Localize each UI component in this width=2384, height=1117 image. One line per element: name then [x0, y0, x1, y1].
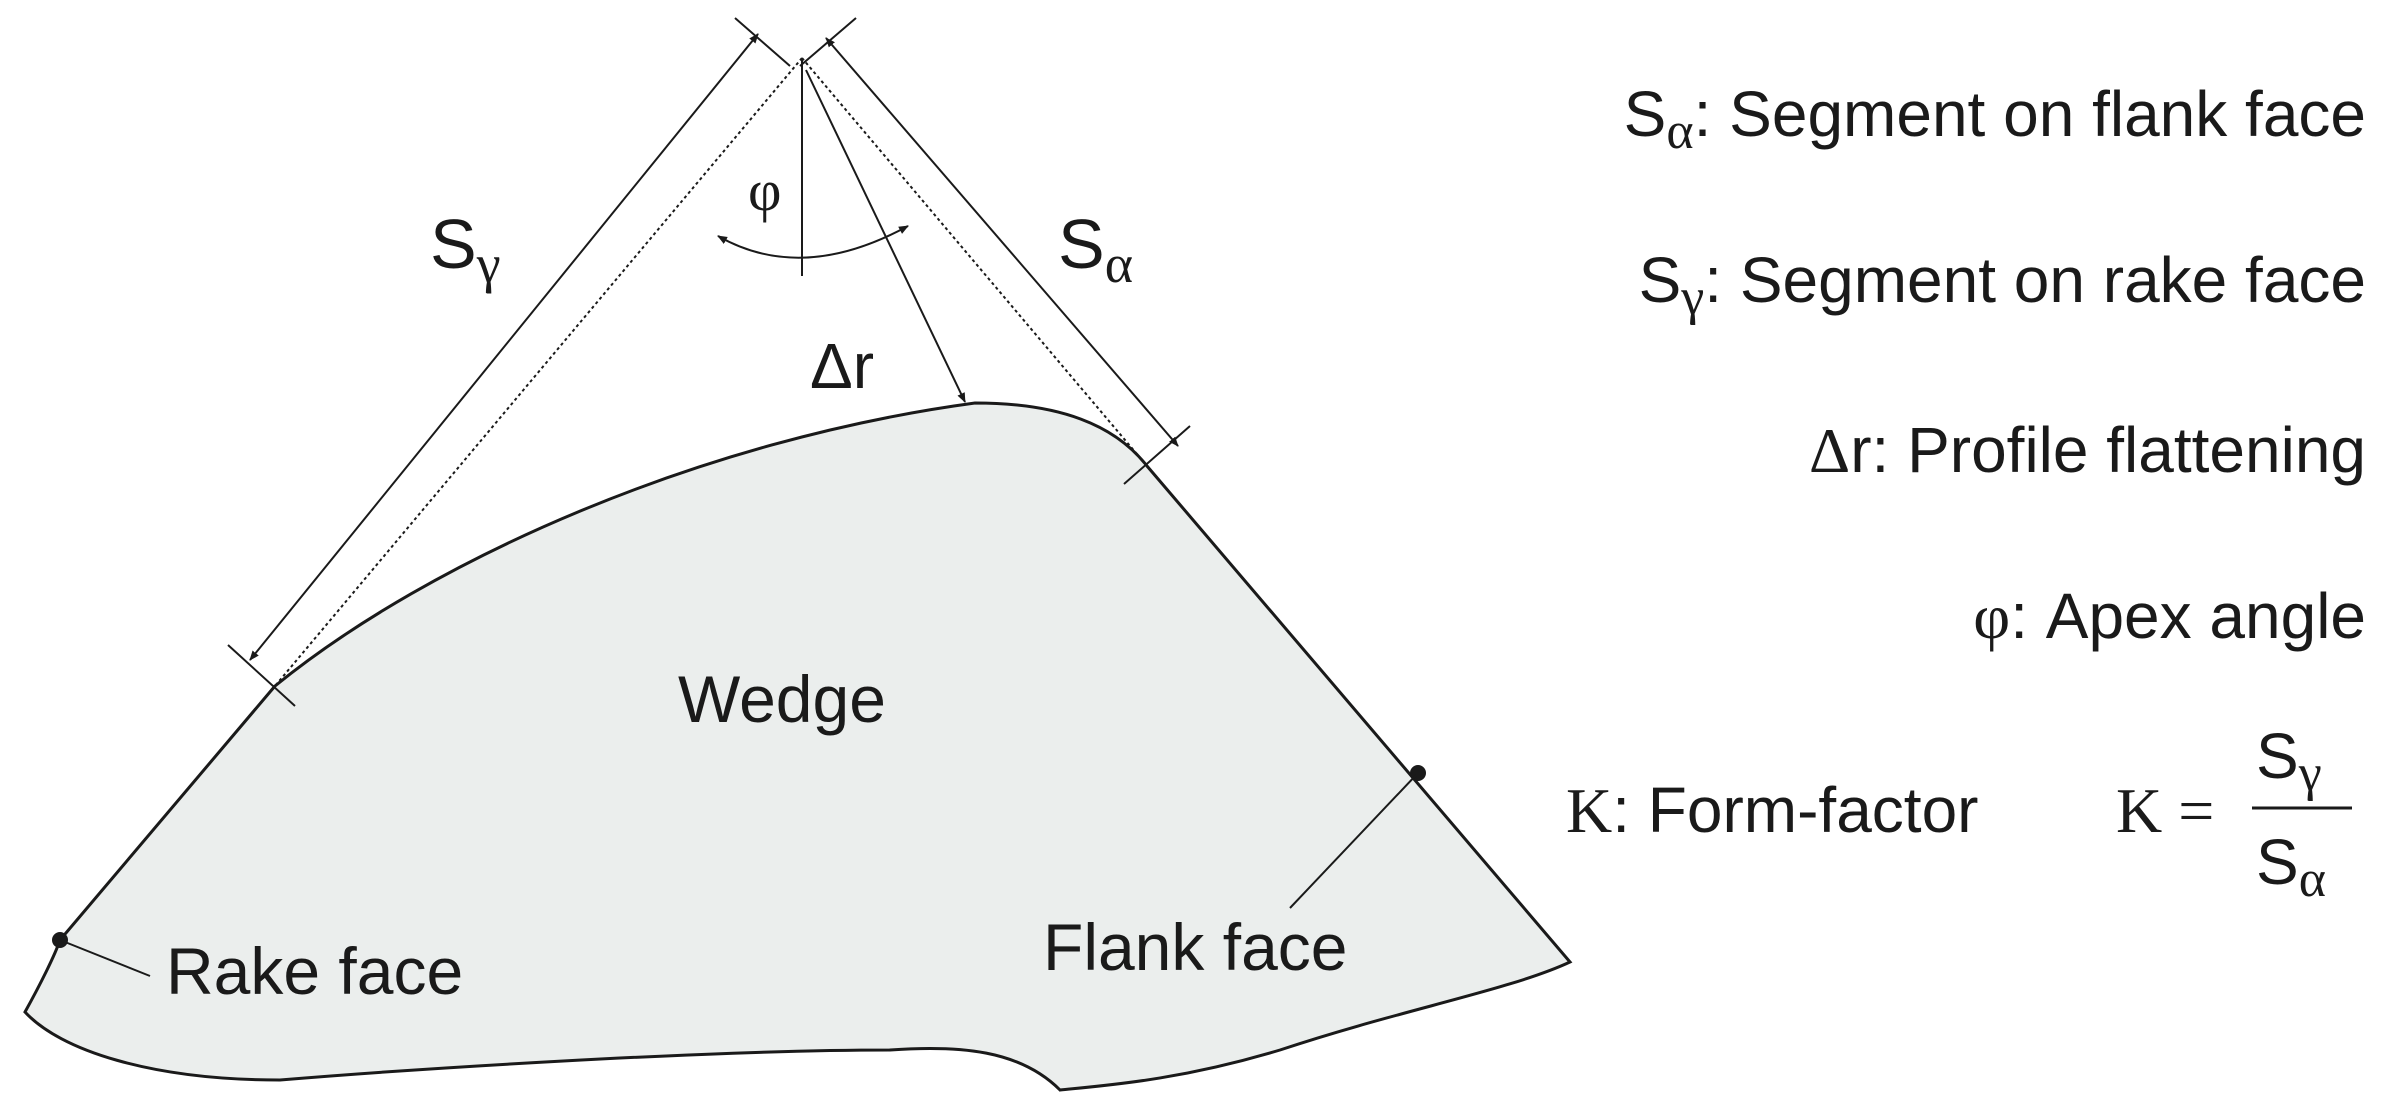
s-gamma-tick-top [734, 17, 791, 67]
rake-face-label: Rake face [166, 934, 463, 1008]
form-factor-denominator: Sα [2256, 826, 2326, 908]
s-alpha-dimension-line [825, 37, 1179, 447]
legend-s-gamma: Sγ: Segment on rake face [1639, 244, 2366, 326]
wedge-label: Wedge [678, 662, 886, 736]
s-alpha-label: Sα [1058, 205, 1133, 294]
legend: Sα: Segment on flank face Sγ: Segment on… [1566, 78, 2366, 908]
s-alpha-tick-bottom [1123, 425, 1191, 485]
rake-face-leader [59, 939, 151, 977]
form-factor-lhs: K = [2116, 775, 2214, 846]
s-alpha-tick-top [799, 17, 857, 67]
legend-delta-r: Δr: Profile flattening [1809, 414, 2366, 486]
flank-face-leader [1289, 772, 1419, 909]
s-gamma-label: Sγ [430, 205, 501, 294]
form-factor-numerator: Sγ [2256, 720, 2322, 802]
phi-label: φ [748, 158, 781, 223]
flank-face-label: Flank face [1043, 910, 1347, 984]
legend-s-alpha: Sα: Segment on flank face [1624, 78, 2366, 160]
delta-r-arrow [805, 69, 966, 403]
legend-form-factor: K: Form-factor [1566, 774, 1978, 846]
s-gamma-tick-bottom [227, 644, 296, 707]
s-gamma-dimension-line [249, 33, 759, 661]
phi-angle-arc [717, 225, 909, 259]
delta-r-label: Δr [810, 330, 874, 402]
legend-phi: φ: Apex angle [1973, 580, 2366, 652]
